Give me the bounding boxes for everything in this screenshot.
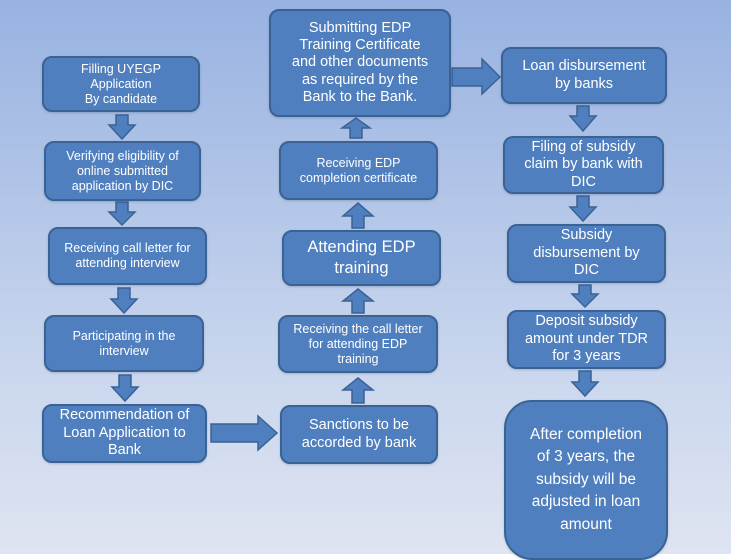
step-verifying-eligibility: Verifying eligibility of online submitte… [44, 141, 201, 201]
arrow-down-icon [109, 287, 139, 315]
arrow-up-icon [340, 377, 376, 404]
step-loan-disbursement: Loan disbursement by banks [501, 47, 667, 104]
arrow-right-icon [451, 57, 502, 96]
step-subsidy-disbursement: Subsidy disbursement by DIC [507, 224, 666, 283]
step-participating-interview: Participating in the interview [44, 315, 204, 372]
arrow-down-icon [107, 114, 137, 141]
step-receiving-call-letter-edp: Receiving the call letter for attending … [278, 315, 438, 373]
arrow-up-icon [339, 117, 373, 139]
arrow-down-icon [570, 370, 600, 398]
step-sanctions-by-bank: Sanctions to be accorded by bank [280, 405, 438, 464]
arrow-down-icon [568, 105, 598, 133]
step-recommendation-loan: Recommendation of Loan Application to Ba… [42, 404, 207, 463]
step-attending-edp: Attending EDP training [282, 230, 441, 286]
step-receiving-call-letter-interview: Receiving call letter for attending inte… [48, 227, 207, 285]
step-filing-subsidy-claim: Filing of subsidy claim by bank with DIC [503, 136, 664, 194]
arrow-down-icon [568, 195, 598, 223]
step-subsidy-adjusted: After completion of 3 years, the subsidy… [504, 400, 668, 560]
step-submitting-edp-certificate: Submitting EDP Training Certificate and … [269, 9, 451, 117]
arrow-up-icon [340, 288, 376, 314]
step-receiving-edp-certificate: Receiving EDP completion certificate [279, 141, 438, 200]
arrow-down-icon [107, 201, 137, 227]
step-filling-application: Filling UYEGP Application By candidate [42, 56, 200, 112]
arrow-down-icon [570, 284, 600, 309]
arrow-down-icon [110, 374, 140, 403]
step-deposit-subsidy-tdr: Deposit subsidy amount under TDR for 3 y… [507, 310, 666, 369]
flow-arrows [107, 57, 600, 452]
arrow-right-icon [210, 414, 279, 452]
arrow-up-icon [340, 202, 376, 229]
